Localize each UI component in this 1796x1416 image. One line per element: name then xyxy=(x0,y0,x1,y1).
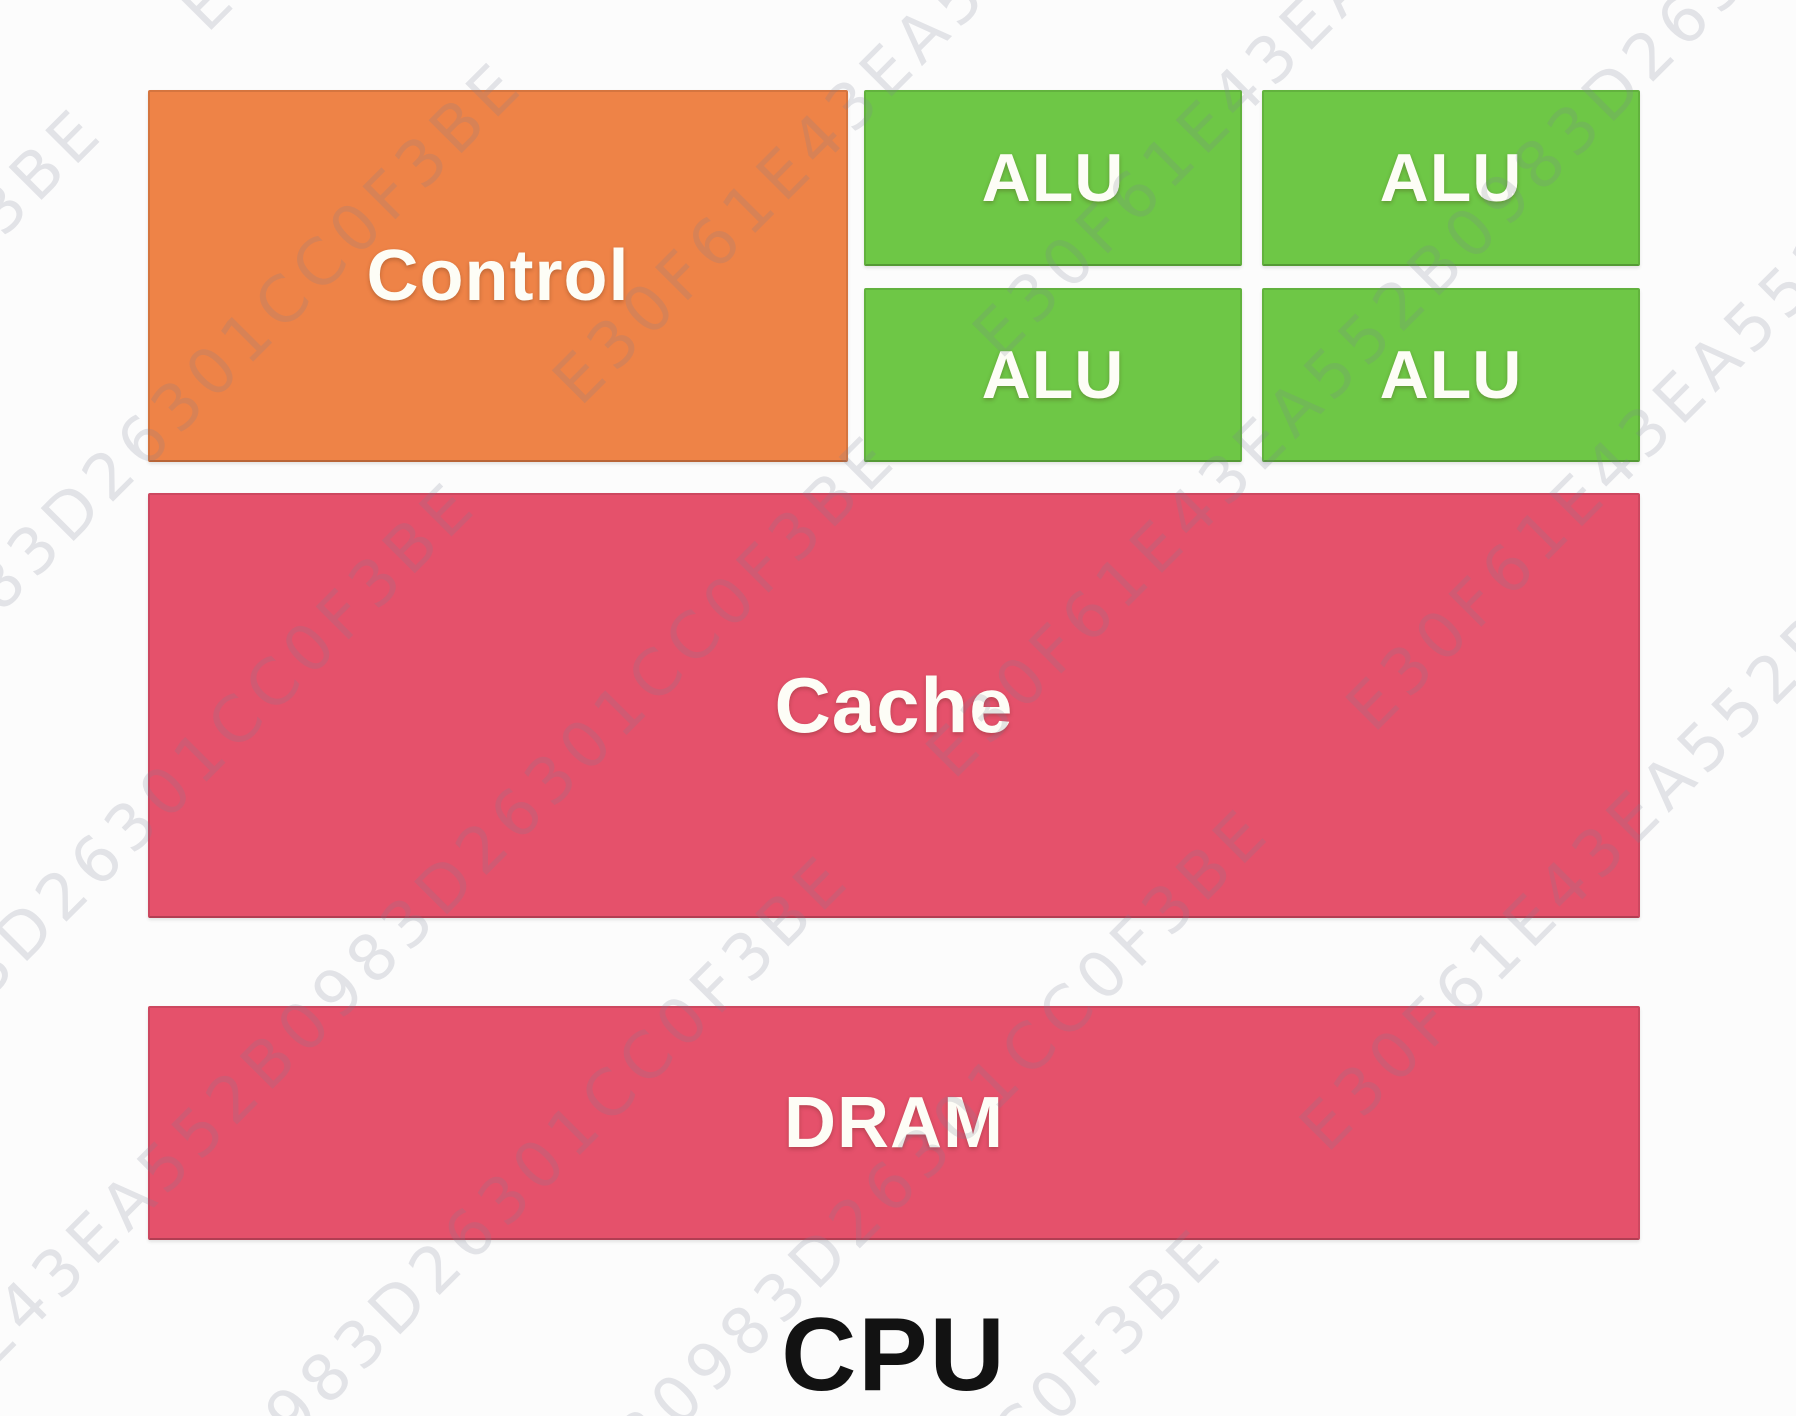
alu-label: ALU xyxy=(1379,337,1523,413)
alu-block-4: ALU xyxy=(1262,288,1640,462)
alu-block-2: ALU xyxy=(1262,90,1640,266)
alu-label: ALU xyxy=(981,140,1125,216)
watermark-text: E30F61E43EA552B0983D26301CC0F3BE xyxy=(166,0,1333,46)
cache-block: Cache xyxy=(148,493,1640,918)
alu-block-1: ALU xyxy=(864,90,1242,266)
alu-label: ALU xyxy=(981,337,1125,413)
control-label: Control xyxy=(366,236,630,316)
alu-label: ALU xyxy=(1379,140,1523,216)
dram-block: DRAM xyxy=(148,1006,1640,1240)
watermark-text: E30F61E43EA552B0983D26301CC0F3BE xyxy=(0,92,120,1260)
dram-label: DRAM xyxy=(784,1083,1004,1163)
control-block: Control xyxy=(148,90,848,462)
cache-label: Cache xyxy=(774,661,1014,749)
alu-block-3: ALU xyxy=(864,288,1242,462)
cpu-label: CPU xyxy=(781,1297,1007,1413)
